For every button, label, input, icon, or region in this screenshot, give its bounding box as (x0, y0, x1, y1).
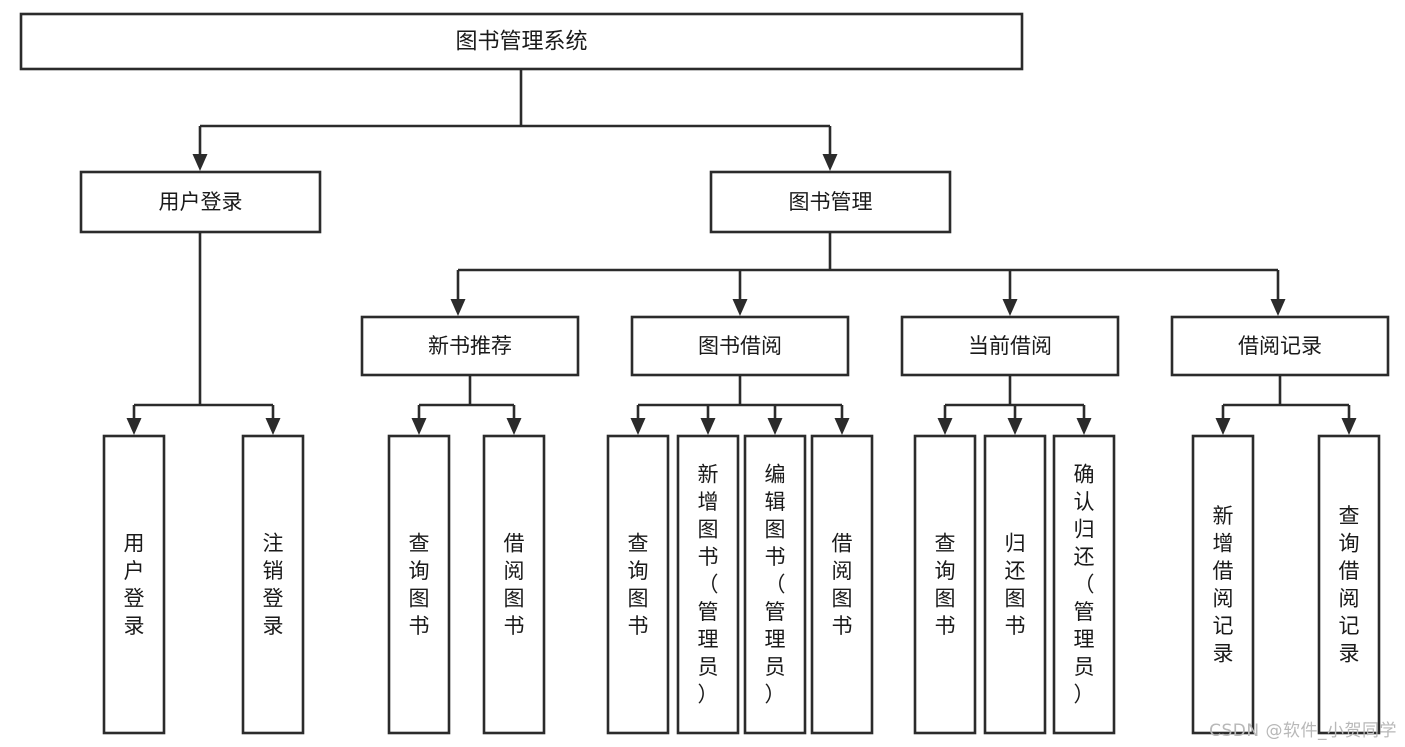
node-leaf-confirm-return-label: 确认归还（管理员） (1074, 463, 1095, 707)
node-leaf-user-login-label: 用户登录 (124, 531, 145, 638)
connector-arrow-icon (411, 418, 427, 435)
connector-group-current_borrow_to_leaves (943, 375, 1086, 420)
node-leaf-return-book-label: 归还图书 (1005, 531, 1026, 638)
node-book-manage[interactable]: 图书管理 (709, 170, 952, 234)
node-leaf-query-book-1[interactable]: 查询图书 (387, 434, 451, 735)
node-leaf-confirm-return-box[interactable] (1052, 434, 1116, 735)
connector-arrow-icon (1270, 299, 1286, 316)
node-leaf-edit-book[interactable]: 编辑图书（管理员） (743, 434, 807, 735)
node-book-manage-label: 图书管理 (789, 190, 873, 214)
node-leaf-query-book-1-box[interactable] (387, 434, 451, 735)
connector-group-borrow_record_to_leaves (1221, 375, 1351, 420)
node-leaf-borrow-book-2-box[interactable] (810, 434, 874, 735)
connector-arrow-icon (700, 418, 716, 435)
node-book-manage-box[interactable] (709, 170, 952, 234)
node-leaf-logout-label: 注销登录 (263, 531, 284, 638)
node-leaf-query-book-3-label: 查询图书 (935, 531, 956, 638)
node-current-borrow-box[interactable] (900, 315, 1120, 377)
node-borrow-record-label: 借阅记录 (1238, 334, 1322, 358)
node-leaf-borrow-book-1-label: 借阅图书 (504, 531, 525, 638)
connector-arrow-icon (506, 418, 522, 435)
connector-group-root_to_level2 (198, 69, 832, 156)
node-book-borrow[interactable]: 图书借阅 (630, 315, 850, 377)
node-current-borrow-label: 当前借阅 (968, 334, 1052, 358)
node-book-borrow-box[interactable] (630, 315, 850, 377)
node-leaf-return-book[interactable]: 归还图书 (983, 434, 1047, 735)
node-leaf-add-record-box[interactable] (1191, 434, 1255, 735)
connector-group-new_book_to_leaves (417, 375, 516, 420)
node-leaf-add-book-label: 新增图书（管理员） (698, 463, 719, 707)
node-leaf-query-record-label: 查询借阅记录 (1339, 504, 1360, 666)
node-user-login-box[interactable] (79, 170, 322, 234)
connector-arrow-icon (1341, 418, 1357, 435)
node-leaf-edit-book-box[interactable] (743, 434, 807, 735)
node-leaf-add-book-box[interactable] (676, 434, 740, 735)
node-leaf-add-record[interactable]: 新增借阅记录 (1191, 434, 1255, 735)
node-leaf-logout[interactable]: 注销登录 (241, 434, 305, 735)
connector-arrow-icon (822, 154, 838, 171)
node-leaf-borrow-book-1[interactable]: 借阅图书 (482, 434, 546, 735)
connector-group-user_login_to_leaves (132, 232, 275, 420)
connector-arrow-icon (192, 154, 208, 171)
node-root-title[interactable]: 图书管理系统 (19, 12, 1024, 71)
connector-arrow-icon (126, 418, 142, 435)
node-user-login-label: 用户登录 (159, 190, 243, 214)
connector-arrow-icon (1007, 418, 1023, 435)
node-borrow-record[interactable]: 借阅记录 (1170, 315, 1390, 377)
node-borrow-record-box[interactable] (1170, 315, 1390, 377)
node-leaf-query-record[interactable]: 查询借阅记录 (1317, 434, 1381, 735)
connector-group-book_manage_to_level3 (456, 232, 1280, 301)
connector-arrow-icon (1215, 418, 1231, 435)
node-leaf-query-book-2[interactable]: 查询图书 (606, 434, 670, 735)
node-leaf-borrow-book-1-box[interactable] (482, 434, 546, 735)
node-book-borrow-label: 图书借阅 (698, 334, 782, 358)
node-leaf-add-record-label: 新增借阅记录 (1213, 504, 1234, 666)
node-leaf-query-record-box[interactable] (1317, 434, 1381, 735)
connector-arrow-icon (767, 418, 783, 435)
node-leaf-confirm-return[interactable]: 确认归还（管理员） (1052, 434, 1116, 735)
node-user-login[interactable]: 用户登录 (79, 170, 322, 234)
node-current-borrow[interactable]: 当前借阅 (900, 315, 1120, 377)
connector-arrow-icon (1002, 299, 1018, 316)
connector-arrow-icon (1076, 418, 1092, 435)
connector-arrow-icon (630, 418, 646, 435)
node-leaf-query-book-1-label: 查询图书 (409, 531, 430, 638)
connector-arrow-icon (265, 418, 281, 435)
node-leaf-borrow-book-2[interactable]: 借阅图书 (810, 434, 874, 735)
node-leaf-return-book-box[interactable] (983, 434, 1047, 735)
node-leaf-query-book-2-box[interactable] (606, 434, 670, 735)
connector-arrow-icon (732, 299, 748, 316)
node-leaf-user-login[interactable]: 用户登录 (102, 434, 166, 735)
node-root-title-label: 图书管理系统 (455, 30, 587, 55)
connector-arrow-icon (834, 418, 850, 435)
node-leaf-query-book-3[interactable]: 查询图书 (913, 434, 977, 735)
node-leaf-add-book[interactable]: 新增图书（管理员） (676, 434, 740, 735)
node-leaf-logout-box[interactable] (241, 434, 305, 735)
node-leaf-borrow-book-2-label: 借阅图书 (832, 531, 853, 638)
node-new-book-recommend-label: 新书推荐 (428, 334, 512, 358)
node-new-book-recommend-box[interactable] (360, 315, 580, 377)
connector-arrow-icon (450, 299, 466, 316)
connector-arrow-icon (937, 418, 953, 435)
node-leaf-query-book-2-label: 查询图书 (628, 531, 649, 638)
node-root-title-box[interactable] (19, 12, 1024, 71)
nodes-layer: 图书管理系统用户登录图书管理新书推荐图书借阅当前借阅借阅记录用户登录注销登录查询… (19, 12, 1390, 735)
node-leaf-edit-book-label: 编辑图书（管理员） (765, 463, 786, 707)
connectors-layer (126, 69, 1357, 435)
node-leaf-query-book-3-box[interactable] (913, 434, 977, 735)
node-leaf-user-login-box[interactable] (102, 434, 166, 735)
connector-group-book_borrow_to_leaves (636, 375, 844, 420)
node-new-book-recommend[interactable]: 新书推荐 (360, 315, 580, 377)
